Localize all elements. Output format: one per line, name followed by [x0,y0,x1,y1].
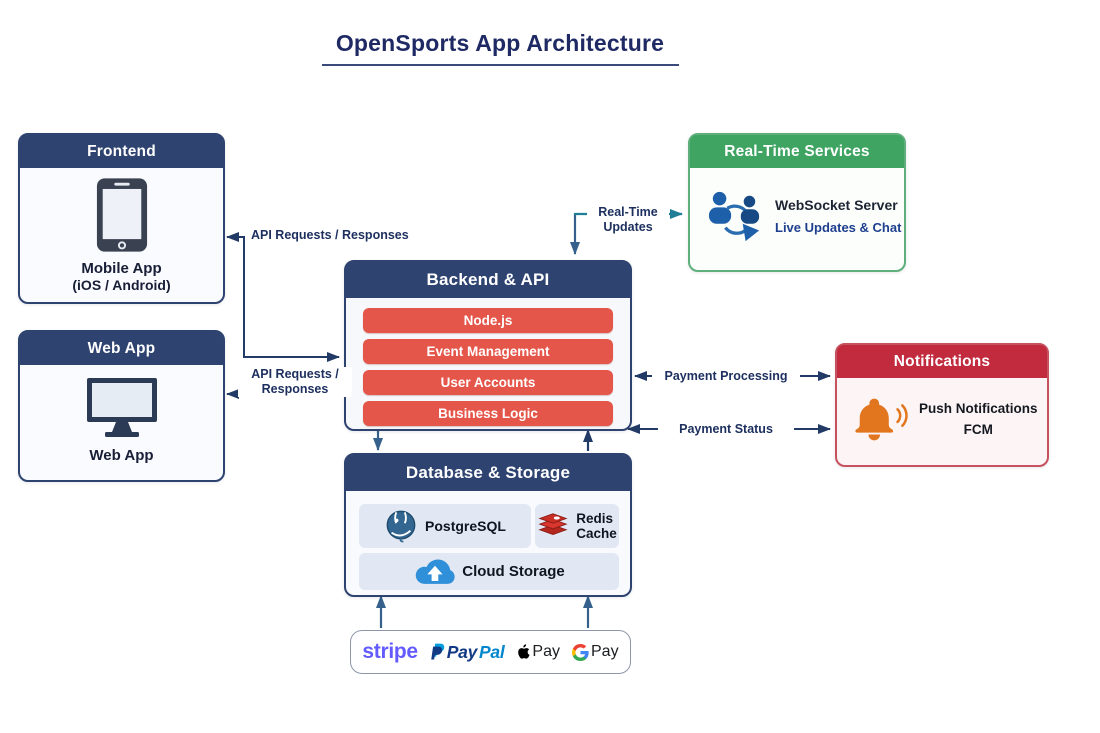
apple-pay-logo: Pay [516,643,560,661]
redis-text: Redis Cache [576,511,617,541]
google-pay-word: Pay [591,643,619,660]
postgresql-icon [386,510,416,543]
realtime-text: WebSocket Server Live Updates & Chat [775,197,901,235]
frontend-caption-line1: Mobile App [81,260,162,277]
notifications-line2: FCM [963,422,993,437]
backend-services: Node.js Event Management User Accounts B… [346,298,630,426]
realtime-subtitle: Live Updates & Chat [775,220,902,235]
notifications-header: Notifications [837,345,1047,378]
redis-panel: Redis Cache [535,504,619,548]
service-bar-nodejs: Node.js [363,308,613,333]
label-api-requests-webapp-line1: API Requests / [251,367,339,381]
frontend-box: Frontend Mobile App (iOS / Android) [18,133,225,304]
title-underline [322,64,679,66]
service-bar-user-accounts: User Accounts [363,370,613,395]
bell-icon [855,398,908,441]
apple-pay-word: Pay [532,643,560,660]
webapp-box: Web App Web App [18,330,225,482]
backend-box: Backend & API Node.js Event Management U… [344,260,632,431]
label-payment-status: Payment Status [658,422,794,437]
redis-line2: Cache [576,526,617,541]
frontend-body: Mobile App (iOS / Android) [20,168,223,293]
redis-icon [538,513,568,535]
database-body: PostgreSQL Redis Cache C [346,491,630,595]
service-bar-event-management: Event Management [363,339,613,364]
postgresql-panel: PostgreSQL [359,504,531,548]
label-api-requests-webapp: API Requests / Responses [238,367,352,397]
realtime-title: WebSocket Server [775,197,898,213]
notifications-text: Push Notifications FCM [919,401,1038,437]
cloud-storage-panel: Cloud Storage [359,553,619,590]
frontend-header: Frontend [20,135,223,168]
database-header: Database & Storage [346,455,630,491]
google-g-icon [572,643,589,661]
realtime-box: Real-Time Services WebSocket Server Live… [688,133,906,272]
frontend-caption-line2: (iOS / Android) [72,277,171,293]
database-box: Database & Storage PostgreSQL [344,453,632,597]
webapp-body: Web App [20,365,223,464]
notifications-body: Push Notifications FCM [837,378,1047,460]
webapp-header: Web App [20,332,223,365]
label-api-requests-webapp-line2: Responses [261,382,329,396]
redis-line1: Redis [576,511,613,526]
monitor-icon [86,378,157,437]
paypal-word-pay: Pay [446,641,478,662]
realtime-header: Real-Time Services [690,135,904,168]
page-title: OpenSports App Architecture [335,30,665,56]
realtime-body: WebSocket Server Live Updates & Chat [690,168,904,264]
label-payment-processing: Payment Processing [652,369,800,384]
notifications-box: Notifications Push Notifications FCM [835,343,1049,467]
service-bar-business-logic: Business Logic [363,401,613,426]
paypal-word-pal: Pal [479,641,505,662]
notifications-line1: Push Notifications [919,401,1038,416]
cloud-storage-icon [416,559,455,584]
webapp-caption: Web App [89,447,154,464]
apple-icon [518,643,530,659]
backend-header: Backend & API [346,262,630,298]
stripe-logo: stripe [362,640,418,663]
google-pay-logo: Pay [572,643,619,661]
paypal-icon [431,643,445,660]
postgresql-label: PostgreSQL [425,518,506,534]
edge-frontend-backend [226,232,340,362]
label-realtime-updates: Real-Time Updates [587,205,669,235]
smartphone-icon [96,178,147,252]
cloud-storage-label: Cloud Storage [462,563,565,580]
label-realtime-line2: Updates [603,220,653,234]
label-realtime-line1: Real-Time [598,205,658,219]
label-api-requests-frontend: API Requests / Responses [248,228,412,243]
users-sync-icon [708,191,760,242]
